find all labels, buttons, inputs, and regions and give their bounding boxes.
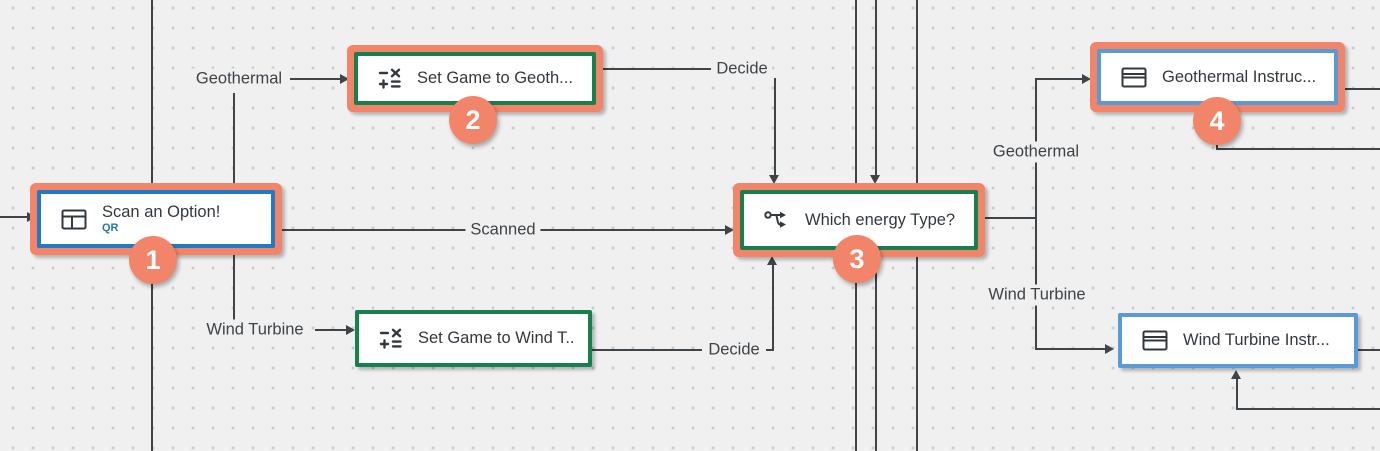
connector-line[interactable] (1236, 408, 1380, 410)
connector-line[interactable] (772, 262, 774, 350)
step-badge-4: 4 (1193, 97, 1241, 145)
step-badge-1: 1 (129, 236, 177, 284)
arrowhead (767, 256, 777, 265)
card-icon (1142, 330, 1168, 351)
arrowhead (870, 175, 880, 184)
edge-label-wind-turbine[interactable]: Wind Turbine (201, 319, 309, 341)
math-operations-icon (378, 68, 402, 90)
edge-label-scanned[interactable]: Scanned (465, 219, 541, 241)
connector-line[interactable] (766, 349, 774, 351)
step-badge-3: 3 (833, 235, 881, 283)
connector-line[interactable] (985, 217, 1037, 219)
node-title: Set Game to Geoth... (417, 69, 573, 87)
node-scan-an-option[interactable]: Scan an Option! QR (37, 190, 275, 248)
node-wind-turbine-instructions[interactable]: Wind Turbine Instr... (1118, 313, 1358, 368)
arrowhead (1082, 74, 1091, 84)
edge-label-geothermal[interactable]: Geothermal (190, 68, 288, 90)
arrowhead (769, 175, 779, 184)
connector-line[interactable] (1035, 78, 1082, 80)
form-card-icon (61, 209, 87, 230)
arrowhead (1105, 344, 1114, 354)
branch-icon (764, 210, 790, 230)
connector-line[interactable] (1358, 349, 1380, 351)
node-title: Scan an Option! (102, 203, 221, 222)
arrowhead (725, 225, 734, 235)
connector-line[interactable] (315, 329, 346, 331)
node-title: Wind Turbine Instr... (1183, 331, 1330, 349)
connector-line[interactable] (875, 262, 877, 451)
connector-line[interactable] (774, 78, 776, 176)
arrowhead (1231, 370, 1241, 379)
card-icon (1121, 67, 1147, 88)
edge-label-geothermal-right[interactable]: Geothermal (987, 141, 1085, 163)
edge-label-decide-bottom[interactable]: Decide (703, 339, 765, 361)
selection-highlight: Set Game to Geoth... (347, 45, 603, 112)
connector-line[interactable] (1035, 348, 1105, 350)
arrowhead (346, 325, 355, 335)
connector-line[interactable] (603, 68, 711, 70)
connector-line[interactable] (875, 0, 877, 176)
node-set-game-wind-turbine[interactable]: Set Game to Wind T.. (355, 310, 592, 367)
node-title: Which energy Type? (805, 210, 956, 229)
node-subtitle: QR (102, 222, 119, 235)
connector-line[interactable] (1341, 88, 1380, 90)
connector-line[interactable] (1236, 378, 1238, 409)
node-geothermal-instructions[interactable]: Geothermal Instruc... (1097, 49, 1338, 105)
connector-line[interactable] (0, 216, 27, 218)
selection-highlight: Geothermal Instruc... (1090, 42, 1345, 112)
node-title: Set Game to Wind T.. (418, 329, 575, 347)
math-operations-icon (379, 328, 403, 350)
edge-label-decide-top[interactable]: Decide (711, 58, 773, 80)
connector-line[interactable] (592, 349, 702, 351)
edge-label-wind-turbine-right[interactable]: Wind Turbine (983, 284, 1091, 306)
connector-line[interactable] (1035, 78, 1037, 349)
connector-line[interactable] (290, 78, 340, 80)
node-title: Geothermal Instruc... (1162, 67, 1317, 86)
step-badge-2: 2 (449, 96, 497, 144)
connector-line[interactable] (1216, 148, 1380, 150)
arrowhead (340, 74, 349, 84)
